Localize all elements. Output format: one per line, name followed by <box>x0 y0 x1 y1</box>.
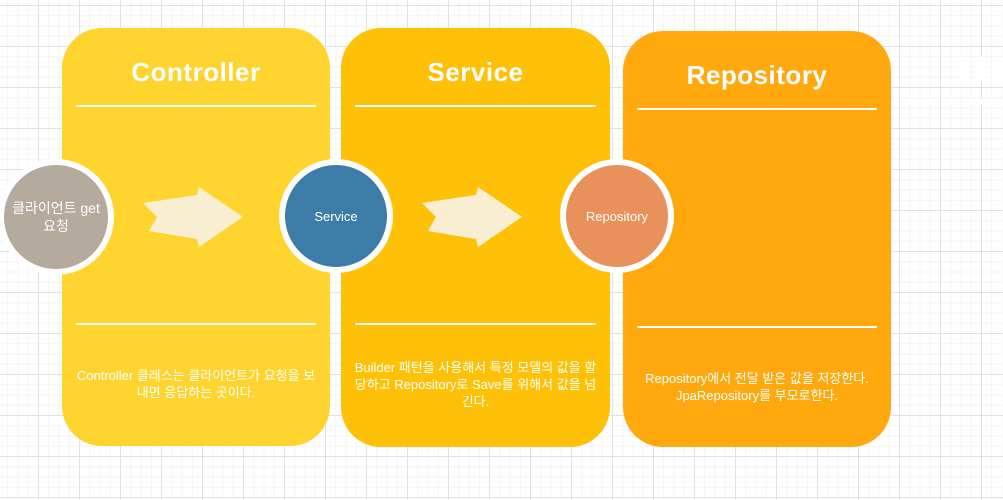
card-service-description: Builder 패턴을 사용해서 특정 모델의 값을 할당하고 Reposito… <box>354 359 597 409</box>
node-repository: Repository <box>560 159 674 273</box>
card-service-divider-top <box>355 105 596 107</box>
card-controller-description: Controller 클래스는 클라이언트가 요청을 보내면 응답하는 곳이다. <box>76 368 316 400</box>
card-repository-description: Repository에서 전달 받은 값을 저장한다. JpaRepositor… <box>645 371 869 403</box>
ghost-shape-divider-fragment <box>905 99 1003 105</box>
node-service-label: Service <box>314 208 358 224</box>
card-controller-divider-bottom <box>76 323 316 325</box>
card-controller-title: Controller <box>131 57 261 87</box>
node-client-request-label: 클라이언트 get 요청 <box>12 200 100 234</box>
flow-arrow-controller-to-service <box>143 187 243 247</box>
card-repository: Repository Repository에서 전달 받은 값을 저장한다. J… <box>623 31 891 447</box>
flow-arrow-service-to-repository <box>422 187 522 247</box>
card-repository-divider-bottom <box>637 326 877 328</box>
card-service-title: Service <box>427 57 524 87</box>
card-service-desc-zone: Builder 패턴을 사용해서 특정 모델의 값을 할당하고 Reposito… <box>351 345 600 423</box>
node-client-request: 클라이언트 get 요청 <box>0 159 114 275</box>
card-controller-desc-zone: Controller 클래스는 클라이언트가 요청을 보내면 응답하는 곳이다. <box>72 345 320 423</box>
node-repository-label: Repository <box>585 208 649 224</box>
card-repository-title: Repository <box>686 60 828 90</box>
ghost-shape-text-fragment <box>958 57 1003 81</box>
card-repository-desc-zone: Repository에서 전달 받은 값을 저장한다. JpaRepositor… <box>633 348 881 426</box>
card-repository-divider-top <box>637 108 877 110</box>
node-service: Service <box>279 159 393 273</box>
card-service-divider-bottom <box>355 323 596 325</box>
card-controller-divider-top <box>76 105 316 107</box>
